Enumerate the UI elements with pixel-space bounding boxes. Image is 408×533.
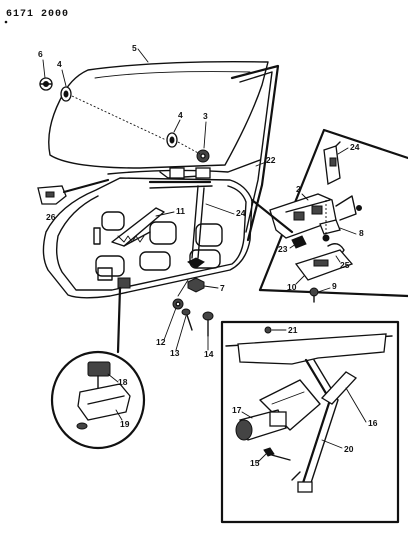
callout-2: 2	[296, 184, 301, 194]
callout-25: 25	[340, 260, 350, 270]
window-frame-channel	[107, 64, 280, 242]
door-glass	[48, 60, 269, 169]
washer-4b	[166, 132, 178, 148]
screw-6	[39, 77, 53, 91]
clip-26	[37, 178, 110, 205]
callout-22: 22	[266, 155, 276, 165]
callout-5: 5	[132, 43, 137, 53]
callout-17: 17	[232, 405, 242, 415]
callout-7: 7	[220, 283, 225, 293]
callout-12: 12	[156, 337, 166, 347]
washer-4a	[60, 86, 72, 102]
detail-inset-upper-right	[258, 128, 408, 303]
nut-7	[187, 277, 205, 293]
callout-14: 14	[204, 349, 214, 359]
callout-9: 9	[332, 281, 337, 291]
callout-4-b: 4	[178, 110, 183, 120]
diagram-code: 6171 2000	[6, 9, 69, 20]
callout-11: 11	[176, 206, 185, 216]
bolt-13	[181, 308, 193, 331]
detail-inset-regulator	[220, 320, 400, 524]
callout-3: 3	[203, 111, 208, 121]
callout-26: 26	[46, 212, 56, 222]
callout-6: 6	[38, 49, 43, 59]
callout-19: 19	[120, 419, 130, 429]
detail-circle-motor-mount	[50, 286, 146, 450]
callout-18: 18	[118, 377, 128, 387]
callout-4-a: 4	[57, 59, 62, 69]
callout-8: 8	[359, 228, 364, 238]
nut-12	[172, 298, 184, 310]
door-inner-panel	[42, 177, 253, 299]
bolt-14	[202, 311, 214, 337]
callout-15: 15	[250, 458, 260, 468]
callout-20: 20	[344, 444, 354, 454]
nut-3	[196, 149, 210, 163]
callout-16: 16	[368, 418, 378, 428]
callout-24-b: 24	[236, 208, 246, 218]
callout-24-a: 24	[350, 142, 360, 152]
speck	[4, 20, 8, 24]
leader-door-to-inset	[250, 198, 294, 234]
callout-21: 21	[288, 325, 298, 335]
callout-13: 13	[170, 348, 180, 358]
regulator-assembly	[111, 167, 213, 289]
callout-23: 23	[278, 244, 288, 254]
callout-10: 10	[287, 282, 297, 292]
